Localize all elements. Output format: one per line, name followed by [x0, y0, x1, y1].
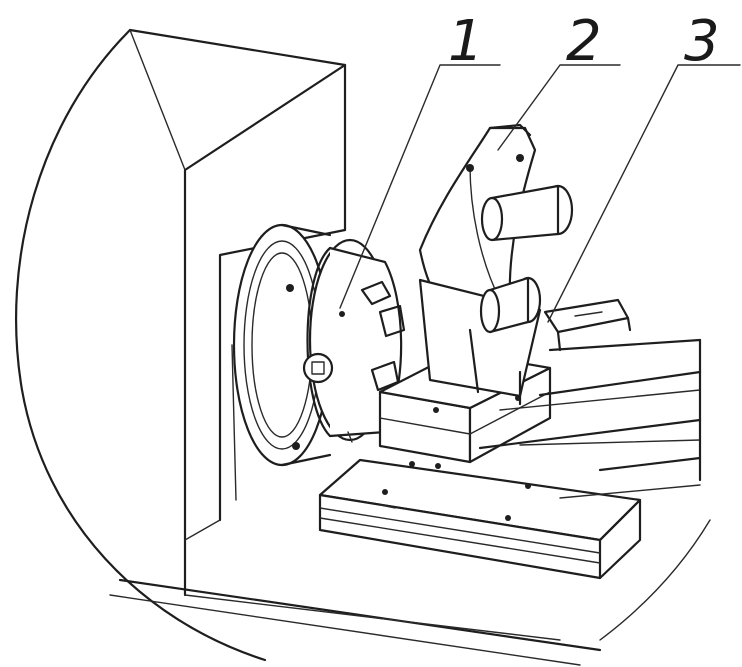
callout-number-3: 3 — [684, 9, 720, 74]
leader-line-2 — [497, 64, 621, 151]
machine-table — [318, 338, 702, 580]
tailstock-bracket — [418, 123, 574, 398]
slide-plate — [543, 298, 632, 352]
callout-number-1: 1 — [448, 9, 484, 74]
machine-bed — [109, 578, 602, 666]
leader-line-1 — [339, 64, 501, 309]
leader-line-3 — [547, 64, 741, 323]
leader-lines — [339, 64, 741, 323]
chuck — [302, 238, 406, 443]
detail-view-boundary — [14, 28, 267, 662]
callout-number-2: 2 — [566, 9, 602, 74]
carriage-block — [378, 350, 552, 464]
detail-view-boundary-right — [599, 519, 711, 641]
